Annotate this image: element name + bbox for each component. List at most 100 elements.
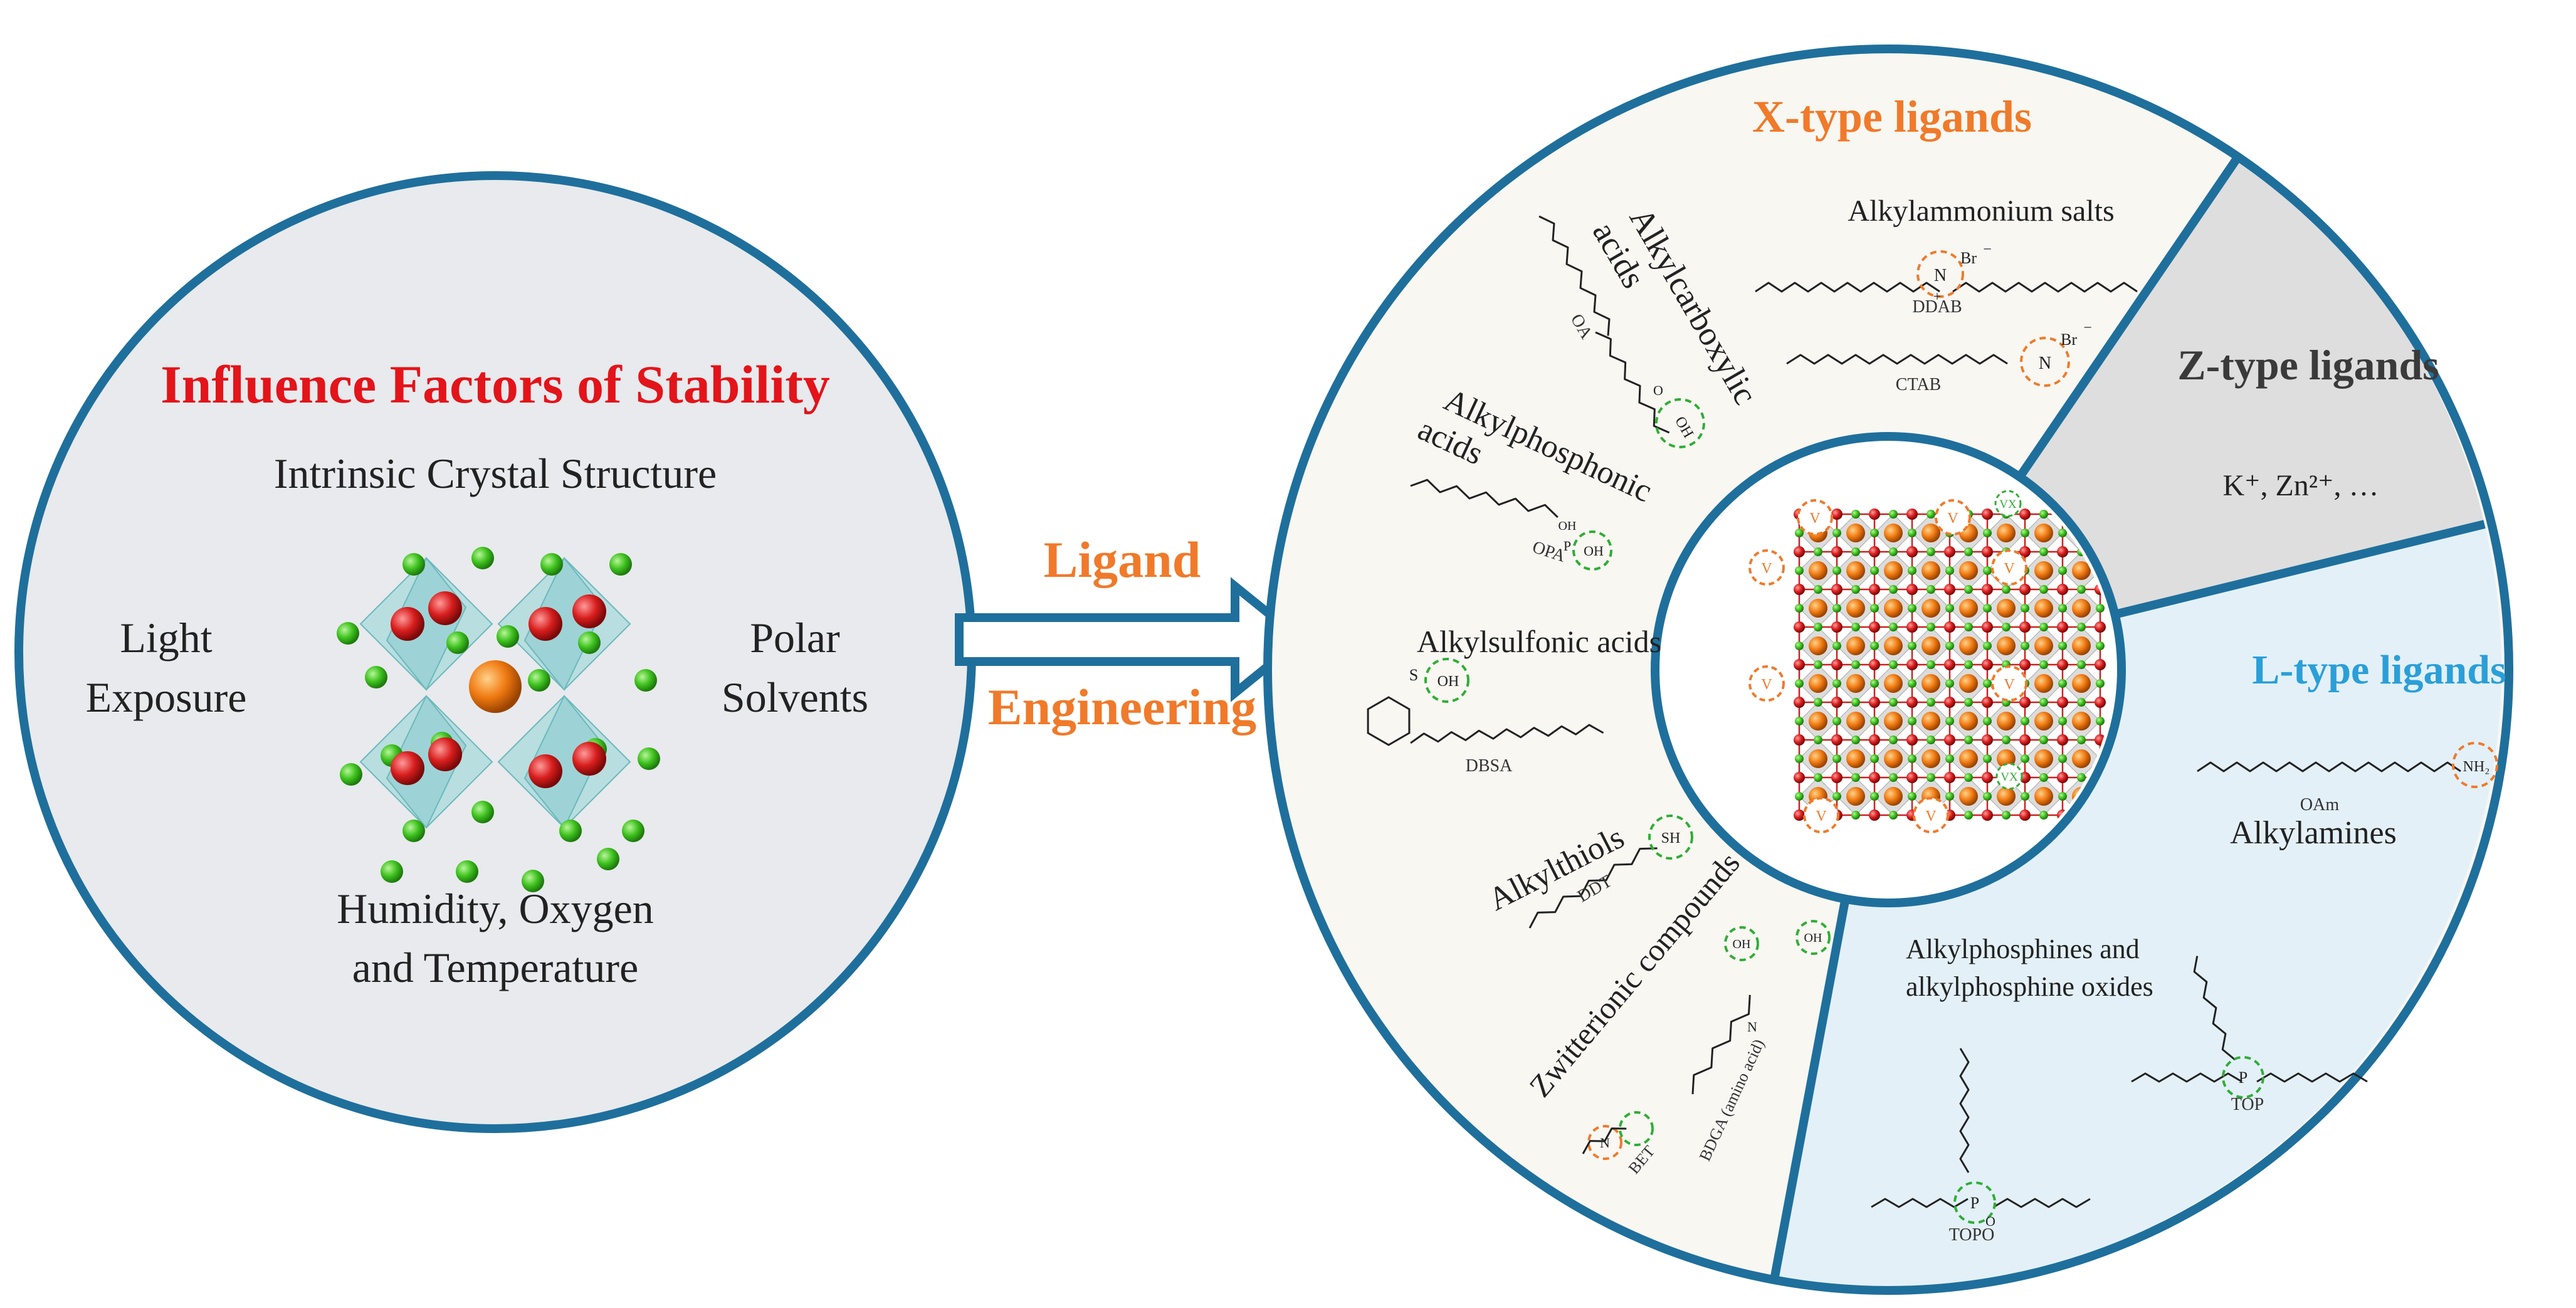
atom-halide (609, 553, 632, 576)
atom-a-site (469, 660, 522, 713)
lattice-b-site (1831, 772, 1843, 783)
lattice-halide (2039, 623, 2048, 631)
lattice-halide (1908, 641, 1916, 650)
atom-halide (638, 747, 660, 770)
lattice-halide (1908, 792, 1916, 801)
x-site-vacancy (1995, 762, 2023, 790)
topo-chain-up-chain (1959, 1048, 1970, 1173)
lattice-a-site (1921, 674, 1940, 693)
factor-humidity-2: and Temperature (352, 944, 639, 991)
atom-halide (446, 631, 469, 654)
factor-crystal-structure: Intrinsic Crystal Structure (274, 450, 717, 497)
lattice-halide (1795, 529, 1804, 537)
lattice-b-site (1944, 659, 1955, 670)
lattice-b-site (1831, 509, 1843, 520)
ddt-thiol-highlight (1648, 815, 1693, 860)
lattice-halide (1964, 736, 1973, 744)
lattice-halide (2077, 773, 2086, 782)
lattice-a-site (2034, 674, 2053, 693)
oa-carboxyl-highlight (1655, 398, 1705, 448)
lattice-b-site (1794, 659, 1805, 670)
lattice-halide (2058, 529, 2067, 537)
lattice-halide (1983, 717, 1992, 725)
lattice-halide (1889, 811, 1898, 820)
lattice-halide (1870, 717, 1879, 725)
lattice-halide (1889, 660, 1898, 669)
phosphines-label-2: alkylphosphine oxides (1906, 971, 2153, 1002)
vacancy-label: V (1925, 808, 1937, 825)
lattice-halide (2077, 660, 2086, 669)
lattice-halide (1927, 623, 1935, 631)
bet-chain (1582, 1127, 1627, 1154)
factor-solvents-1: Polar (750, 614, 840, 662)
lattice-b-site (1869, 659, 1880, 670)
lattice-halide (2058, 717, 2067, 725)
lattice-a-site (1921, 636, 1940, 655)
dbsa-chain (1410, 724, 1604, 744)
ddab-chain-left-chain (1755, 282, 1940, 293)
lattice-a-site (1959, 712, 1978, 730)
lattice-b-site (1869, 546, 1880, 557)
lattice-a-site (1921, 712, 1940, 730)
lattice-b-site (1982, 772, 1993, 783)
lattice-halide (1851, 698, 1860, 707)
x-site-vacancy (1994, 490, 2022, 517)
lattice-halide (2077, 736, 2086, 744)
lattice-a-site (1846, 712, 1865, 730)
atom-halide (634, 669, 657, 692)
lattice-halide (1945, 641, 1954, 650)
z-type-title: Z-type ligands (2177, 341, 2439, 389)
lattice-halide (1945, 604, 1954, 613)
topo-chain-left-chain (1871, 1198, 1969, 1208)
lattice-halide (1927, 698, 1935, 707)
lattice-a-site (1959, 636, 1978, 655)
lattice-b-site (1794, 697, 1805, 708)
lattice-halide (2021, 754, 2029, 763)
atom-halide (402, 553, 425, 576)
lattice-b-site (1944, 734, 1955, 746)
bet-chain-chain (1582, 1127, 1627, 1154)
topo-p-atom: P (1970, 1194, 1979, 1212)
lattice-halide (1832, 717, 1841, 725)
lattice-a-site (1921, 561, 1940, 580)
lattice-halide (1851, 736, 1860, 744)
lattice-halide (1870, 754, 1879, 763)
bdga-backbone (1691, 994, 1751, 1095)
ddab-chain-right (1952, 282, 2138, 293)
top-chain-up-chain (2193, 956, 2236, 1061)
atom-lead (528, 607, 562, 641)
lattice-halide (1851, 585, 1860, 594)
lattice-halide (2096, 679, 2105, 688)
lattice-b-site (1982, 659, 1993, 670)
ligand-engineering-arrow: Ligand Engineering (955, 531, 1308, 736)
lattice-b-site (1831, 734, 1843, 746)
factor-solvents-2: Solvents (722, 673, 868, 721)
lattice-a-site (2072, 674, 2091, 693)
dbsa-label: DBSA (1466, 756, 1513, 776)
lattice-halide (1945, 717, 1954, 725)
lattice-halide (2039, 585, 2048, 594)
lattice-halide (2058, 566, 2067, 575)
lattice-halide (1964, 623, 1973, 631)
lattice-b-site (1906, 697, 1918, 708)
atom-halide (365, 666, 387, 688)
lattice-halide (1870, 529, 1879, 537)
top-chain-up (2193, 956, 2236, 1061)
opa-oh-top: OH (1559, 519, 1577, 533)
lattice-b-site (2057, 734, 2068, 746)
lattice-halide (1795, 754, 1804, 763)
wheel-outer-ring (1263, 45, 2513, 1295)
lattice-halide (2058, 679, 2067, 688)
lattice-halide (1945, 792, 1954, 801)
lattice-halide (2039, 660, 2048, 669)
lattice-b-site (1869, 772, 1880, 783)
lattice-halide (2077, 623, 2086, 631)
lattice-b-site (1982, 509, 1993, 520)
lattice-a-site (2034, 712, 2053, 730)
lattice-a-site (1846, 749, 1865, 768)
lattice-b-site (2019, 810, 2031, 821)
lattice-a-site (1921, 524, 1940, 542)
ddab-chain-right-chain (1952, 282, 2138, 293)
